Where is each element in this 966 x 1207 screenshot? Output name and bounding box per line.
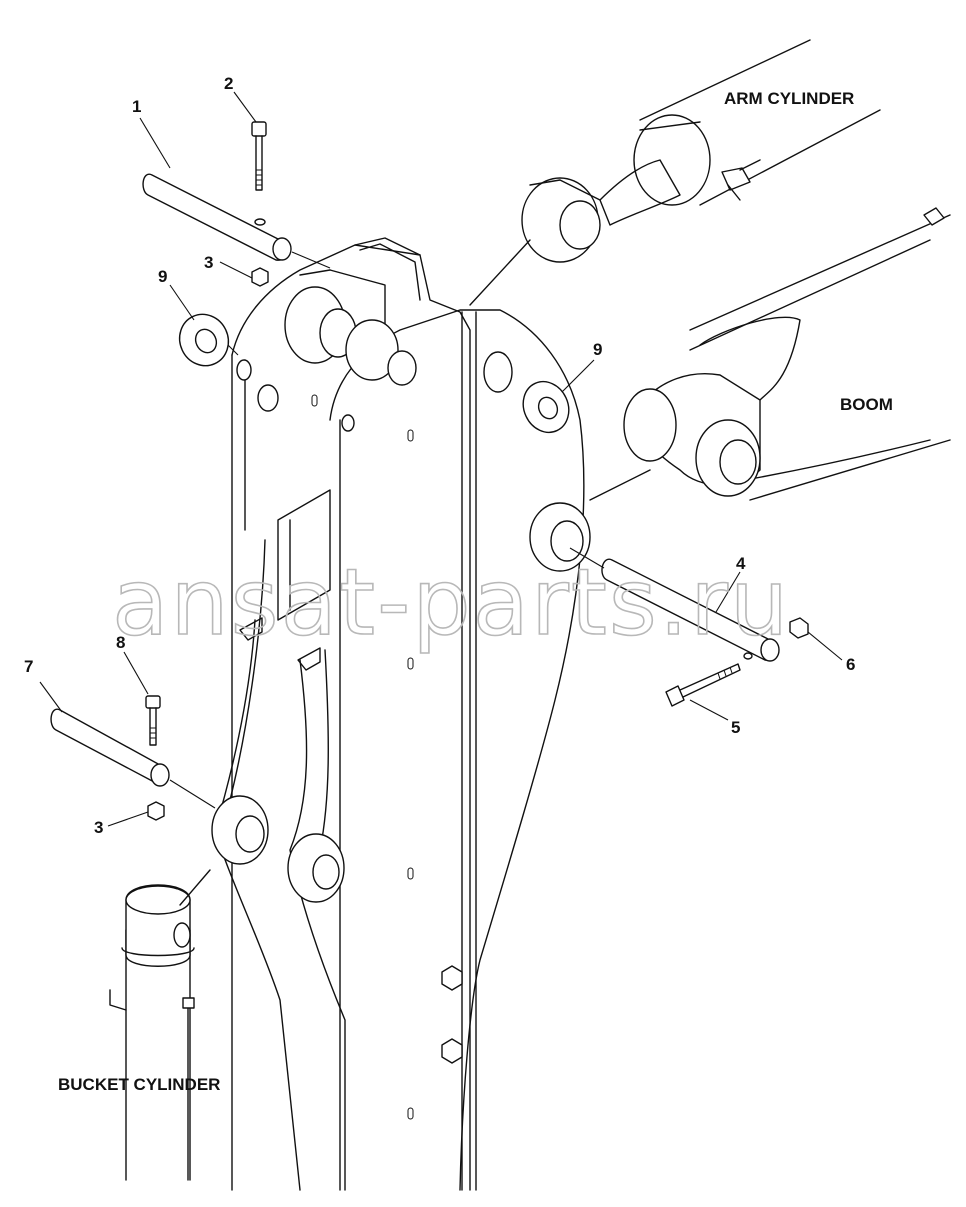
callout-1: 1: [132, 97, 141, 116]
bucket-cylinder: [109, 869, 211, 1181]
part-9-washer-right: [522, 380, 570, 434]
arm-pin-bosses: [211, 286, 591, 903]
part-7-pin: [50, 708, 216, 809]
label-bucket-cylinder: BUCKET CYLINDER: [58, 1075, 220, 1094]
callout-7: 7: [24, 657, 33, 676]
boom: [589, 207, 951, 501]
part-3-nut-lower: [147, 801, 165, 821]
callout-9-left: 9: [158, 267, 167, 286]
callout-numbers: 1 2 3 9 9 4 6 5 7 8 3: [24, 74, 855, 837]
callout-3-upper: 3: [204, 253, 213, 272]
callout-2: 2: [224, 74, 233, 93]
part-5-bolt: [665, 663, 741, 707]
part-3-nut-upper: [251, 267, 269, 287]
callout-3-lower: 3: [94, 818, 103, 837]
part-1-pin: [142, 173, 331, 269]
callout-5: 5: [731, 718, 740, 737]
callout-8: 8: [116, 633, 125, 652]
part-9-washer-left: [178, 313, 239, 367]
part-8-bolt: [145, 695, 161, 746]
arm-cylinder: [469, 39, 881, 306]
part-4-pin: [569, 547, 780, 662]
part-2-bolt: [251, 121, 267, 191]
watermark-text: ansat-parts.ru: [112, 549, 790, 656]
component-labels: ARM CYLINDER BOOM BUCKET CYLINDER: [58, 89, 893, 1094]
part-6-nut: [789, 617, 809, 639]
callout-9-right: 9: [593, 340, 602, 359]
label-arm-cylinder: ARM CYLINDER: [724, 89, 854, 108]
callout-4: 4: [736, 554, 746, 573]
callout-leaders: [39, 91, 843, 827]
callout-6: 6: [846, 655, 855, 674]
label-boom: BOOM: [840, 395, 893, 414]
